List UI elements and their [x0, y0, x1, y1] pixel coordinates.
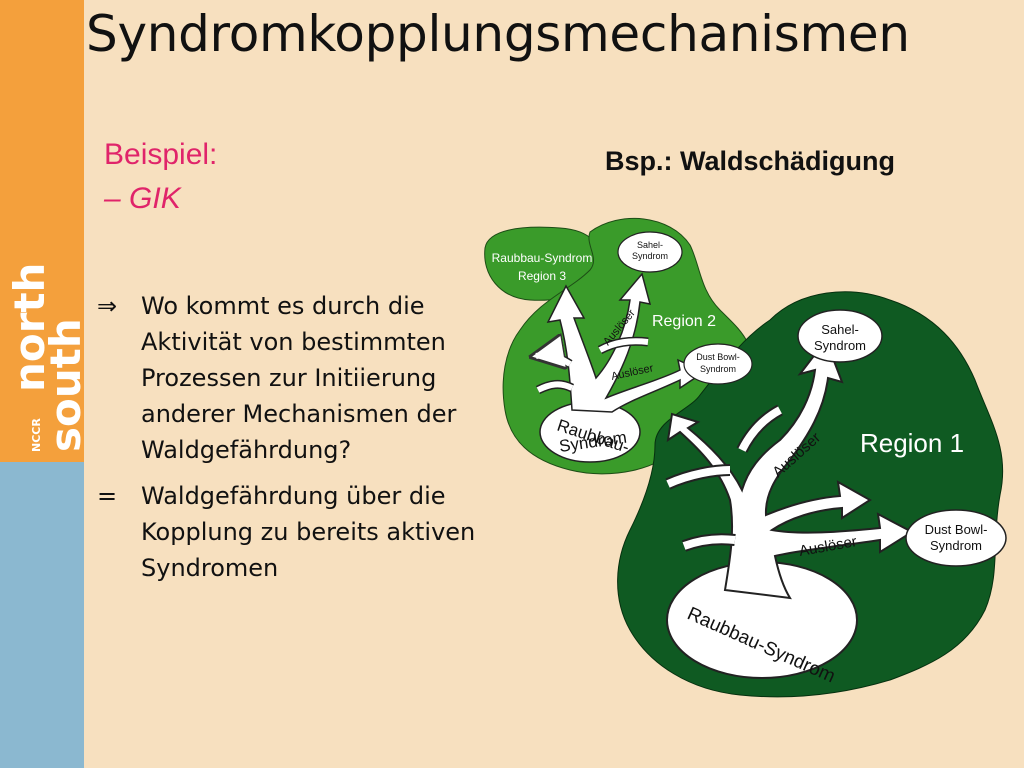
bullet-list: ⇒ Wo kommt es durch die Aktivität von be…: [97, 288, 517, 596]
region1-dust-ellipse: [905, 509, 1007, 567]
region2-dust-ellipse: [683, 343, 753, 385]
region1-sahel-ellipse: [797, 309, 883, 363]
syndrome-coupling-diagram: Raubbau-Syndrom Region 3 Region 2 Sahel-…: [484, 217, 1007, 698]
region2-branch-left-fill: [535, 352, 572, 367]
bullet-mark-equals: =: [97, 482, 118, 510]
sidebar: NCCR north south: [0, 0, 84, 768]
region1-dust-line1: Dust Bowl-: [925, 522, 988, 537]
region2-sahel-line1: Sahel-: [637, 240, 663, 250]
region3-label-line2: Region 3: [518, 269, 566, 283]
sidebar-orange-band: [0, 0, 84, 462]
region1-branch-up-fill: [738, 406, 782, 452]
bullet-mark-implies: ⇒: [97, 292, 118, 320]
nccr-north-south-logo: NCCR north south: [5, 263, 84, 452]
diagram-title: Bsp.: Waldschädigung: [605, 146, 895, 176]
region2-branch-right-fill: [598, 338, 649, 353]
example-gik: – GIK: [104, 182, 181, 215]
region1-branch-left-fill: [666, 466, 731, 488]
sidebar-blue-band: [0, 462, 84, 768]
logo-word-south: south: [41, 318, 84, 452]
region3-label-line1: Raubbau-Syndrom: [492, 251, 593, 265]
region1-sahel-line2: Syndrom: [814, 338, 866, 353]
slide-title: Syndromkopplungsmechanismen: [86, 5, 910, 63]
region1-dust-line2: Syndrom: [930, 538, 982, 553]
example-heading: Beispiel:: [104, 138, 218, 171]
logo-word-north: north: [5, 263, 54, 392]
region1-branch-left2-fill: [682, 535, 736, 550]
region1-label: Region 1: [860, 428, 964, 458]
bullet-item: = Waldgefährdung über die Kopplung zu be…: [97, 478, 517, 586]
bullet-item: ⇒ Wo kommt es durch die Aktivität von be…: [97, 288, 517, 468]
bullet-text: Waldgefährdung über die Kopplung zu bere…: [141, 482, 476, 582]
region2-sahel-ellipse: [617, 231, 683, 273]
region2-sahel-line2: Syndrom: [632, 251, 668, 261]
bullet-text: Wo kommt es durch die Aktivität von best…: [141, 292, 457, 464]
region2-label: Region 2: [652, 313, 716, 330]
logo-brand-text: NCCR: [30, 418, 43, 452]
region1-sahel-line1: Sahel-: [821, 322, 859, 337]
region2-dust-line2: Syndrom: [700, 364, 736, 374]
region2-branch-left2-fill: [536, 381, 574, 393]
region2-dust-line1: Dust Bowl-: [696, 352, 740, 362]
